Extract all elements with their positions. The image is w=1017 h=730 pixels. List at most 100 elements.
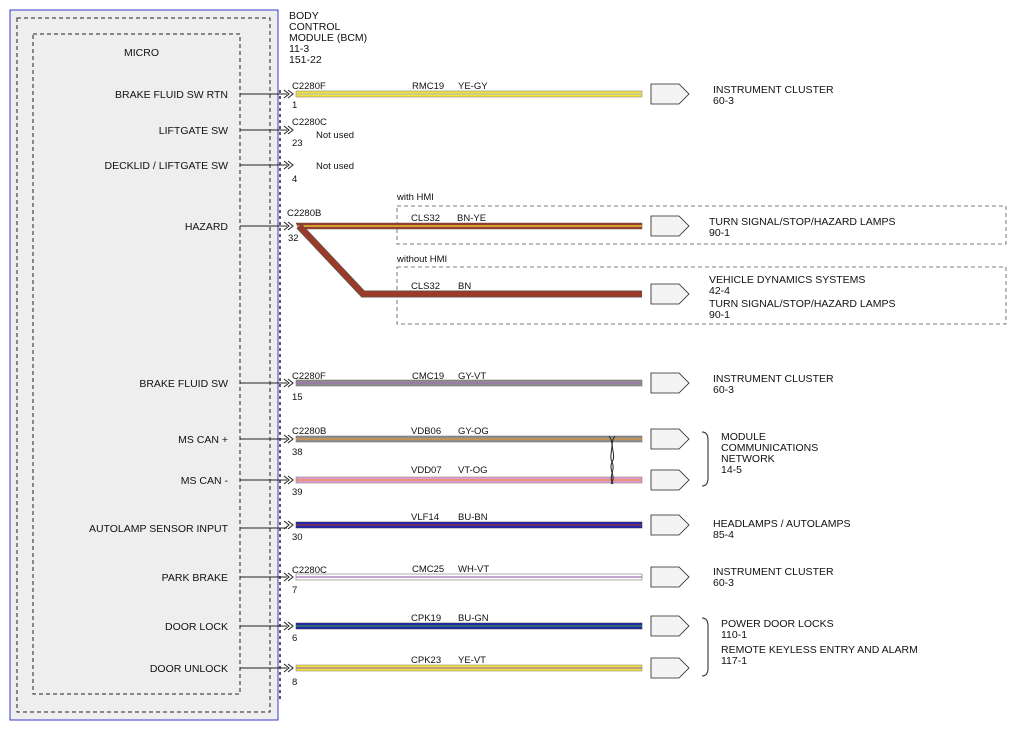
pin-number: 39 bbox=[292, 487, 303, 498]
circuit-hazard: HAZARD C2280B 32 with HMI CLS32 BN-YE TU… bbox=[185, 192, 1007, 325]
pin-number: 23 bbox=[292, 138, 303, 149]
destination-ref: 60-3 bbox=[713, 384, 734, 396]
not-used-note: Not used bbox=[316, 130, 354, 141]
pin-number: 8 bbox=[292, 677, 297, 688]
svg-text:14-5: 14-5 bbox=[721, 464, 742, 476]
pin-label: AUTOLAMP SENSOR INPUT bbox=[89, 523, 229, 535]
destination-ref: 85-4 bbox=[713, 529, 734, 541]
wire-color-code: BN bbox=[458, 281, 471, 292]
pin-label: PARK BRAKE bbox=[162, 572, 228, 584]
bracket bbox=[701, 431, 709, 487]
pin-number: 1 bbox=[292, 100, 297, 111]
pin-label: DOOR LOCK bbox=[165, 621, 228, 633]
destination-ref: 60-3 bbox=[713, 577, 734, 589]
connector-plug bbox=[650, 428, 690, 450]
circuit-code: CPK23 bbox=[411, 655, 441, 666]
connector-id: C2280F bbox=[292, 371, 326, 382]
pin-label: BRAKE FLUID SW RTN bbox=[115, 89, 228, 101]
twisted-pair-icon bbox=[608, 435, 616, 485]
circuit-brake-fluid-sw: BRAKE FLUID SW C2280F 15 CMC19 GY-VT INS… bbox=[139, 371, 834, 403]
circuit-code: RMC19 bbox=[412, 81, 444, 92]
svg-text:MODULE: MODULE bbox=[721, 431, 766, 443]
circuit-code: CLS32 bbox=[411, 213, 440, 224]
wire-color-code: YE-GY bbox=[458, 81, 488, 92]
connector-plug bbox=[650, 469, 690, 491]
connector-plug bbox=[650, 215, 690, 237]
pin-number: 38 bbox=[292, 447, 303, 458]
circuit-code: CPK19 bbox=[411, 613, 441, 624]
connector-plug bbox=[650, 372, 690, 394]
variant-label: without HMI bbox=[396, 254, 447, 265]
circuit-ms-can-plus: MS CAN + C2280B 38 VDB06 GY-OG bbox=[178, 426, 690, 458]
destination-group-locks: POWER DOOR LOCKS 110-1 REMOTE KEYLESS EN… bbox=[701, 617, 918, 677]
wire-color-code: VT-OG bbox=[458, 465, 488, 476]
pin-label: DECKLID / LIFTGATE SW bbox=[105, 160, 229, 172]
pin-label: MS CAN - bbox=[181, 475, 229, 487]
wire-color-code: BN-YE bbox=[457, 213, 486, 224]
svg-text:117-1: 117-1 bbox=[721, 655, 747, 667]
pin-number: 32 bbox=[288, 233, 299, 244]
pin-label: LIFTGATE SW bbox=[159, 125, 228, 137]
connector-plug bbox=[650, 566, 690, 588]
destination: INSTRUMENT CLUSTER bbox=[713, 566, 834, 578]
pin-number: 30 bbox=[292, 532, 303, 543]
circuit-code: CLS32 bbox=[411, 281, 440, 292]
module-inner-dashed-box bbox=[16, 17, 271, 713]
connector-id: C2280C bbox=[292, 565, 327, 576]
connector-id: C2280B bbox=[292, 426, 326, 437]
module-title: BODY CONTROL MODULE (BCM) 11-3 151-22 bbox=[289, 10, 367, 66]
destination: TURN SIGNAL/STOP/HAZARD LAMPS bbox=[709, 216, 896, 228]
svg-text:REMOTE KEYLESS ENTRY AND ALARM: REMOTE KEYLESS ENTRY AND ALARM bbox=[721, 644, 918, 656]
destination: VEHICLE DYNAMICS SYSTEMS bbox=[709, 274, 865, 286]
svg-text:NETWORK: NETWORK bbox=[721, 453, 775, 465]
destination-ref: 90-1 bbox=[709, 227, 730, 239]
connector-plug bbox=[650, 615, 690, 637]
svg-text:POWER DOOR LOCKS: POWER DOOR LOCKS bbox=[721, 618, 834, 630]
destination-group-can: MODULE COMMUNICATIONS NETWORK 14-5 bbox=[701, 431, 818, 487]
circuit-park-brake: PARK BRAKE C2280C 7 CMC25 WH-VT INSTRUME… bbox=[162, 564, 834, 596]
circuit-ms-can-minus: MS CAN - 39 VDD07 VT-OG bbox=[181, 465, 690, 498]
svg-text:COMMUNICATIONS: COMMUNICATIONS bbox=[721, 442, 818, 454]
wire-color-code: YE-VT bbox=[458, 655, 486, 666]
module-outer-box bbox=[9, 9, 279, 721]
pin-label: DOOR UNLOCK bbox=[150, 663, 228, 675]
micro-label: MICRO bbox=[124, 47, 159, 59]
connector-plug bbox=[650, 657, 690, 679]
wire-color-code: GY-VT bbox=[458, 371, 486, 382]
pin-label: HAZARD bbox=[185, 221, 229, 233]
destination-ref: 42-4 bbox=[709, 285, 730, 297]
wire-color-code: BU-GN bbox=[458, 613, 489, 624]
svg-text:MODULE (BCM): MODULE (BCM) bbox=[289, 32, 367, 44]
destination: HEADLAMPS / AUTOLAMPS bbox=[713, 518, 851, 530]
wire-color-code: WH-VT bbox=[458, 564, 489, 575]
destination: INSTRUMENT CLUSTER bbox=[713, 84, 834, 96]
circuit-door-unlock: DOOR UNLOCK 8 CPK23 YE-VT bbox=[150, 655, 690, 688]
circuit-code: VLF14 bbox=[411, 512, 439, 523]
destination: INSTRUMENT CLUSTER bbox=[713, 373, 834, 385]
connector-plug bbox=[650, 283, 690, 305]
svg-text:BODY: BODY bbox=[289, 10, 319, 22]
pin-number: 4 bbox=[292, 174, 297, 185]
pin-label: BRAKE FLUID SW bbox=[139, 378, 228, 390]
connector-id: C2280C bbox=[292, 117, 327, 128]
circuit-liftgate-sw: LIFTGATE SW C2280C 23 Not used bbox=[159, 117, 354, 149]
destination: TURN SIGNAL/STOP/HAZARD LAMPS bbox=[709, 298, 896, 310]
circuit-autolamp-sensor-input: AUTOLAMP SENSOR INPUT 30 VLF14 BU-BN HEA… bbox=[89, 512, 851, 543]
circuit-decklid-liftgate-sw: DECKLID / LIFTGATE SW 4 Not used bbox=[105, 160, 355, 185]
svg-text:11-3: 11-3 bbox=[289, 43, 309, 55]
pin-label: MS CAN + bbox=[178, 434, 228, 446]
svg-text:110-1: 110-1 bbox=[721, 629, 747, 641]
svg-text:151-22: 151-22 bbox=[289, 54, 322, 66]
circuit-code: VDD07 bbox=[411, 465, 442, 476]
circuit-code: CMC25 bbox=[412, 564, 444, 575]
destination-ref: 90-1 bbox=[709, 309, 730, 321]
connector-id: C2280B bbox=[287, 208, 321, 219]
pin-number: 7 bbox=[292, 585, 297, 596]
destination-ref: 60-3 bbox=[713, 95, 734, 107]
micro-dashed-box bbox=[32, 33, 241, 695]
svg-text:CONTROL: CONTROL bbox=[289, 21, 340, 33]
circuit-brake-fluid-sw-rtn: BRAKE FLUID SW RTN C2280F 1 RMC19 YE-GY … bbox=[115, 81, 834, 111]
wire-color-code: GY-OG bbox=[458, 426, 489, 437]
wire-color-code: BU-BN bbox=[458, 512, 488, 523]
